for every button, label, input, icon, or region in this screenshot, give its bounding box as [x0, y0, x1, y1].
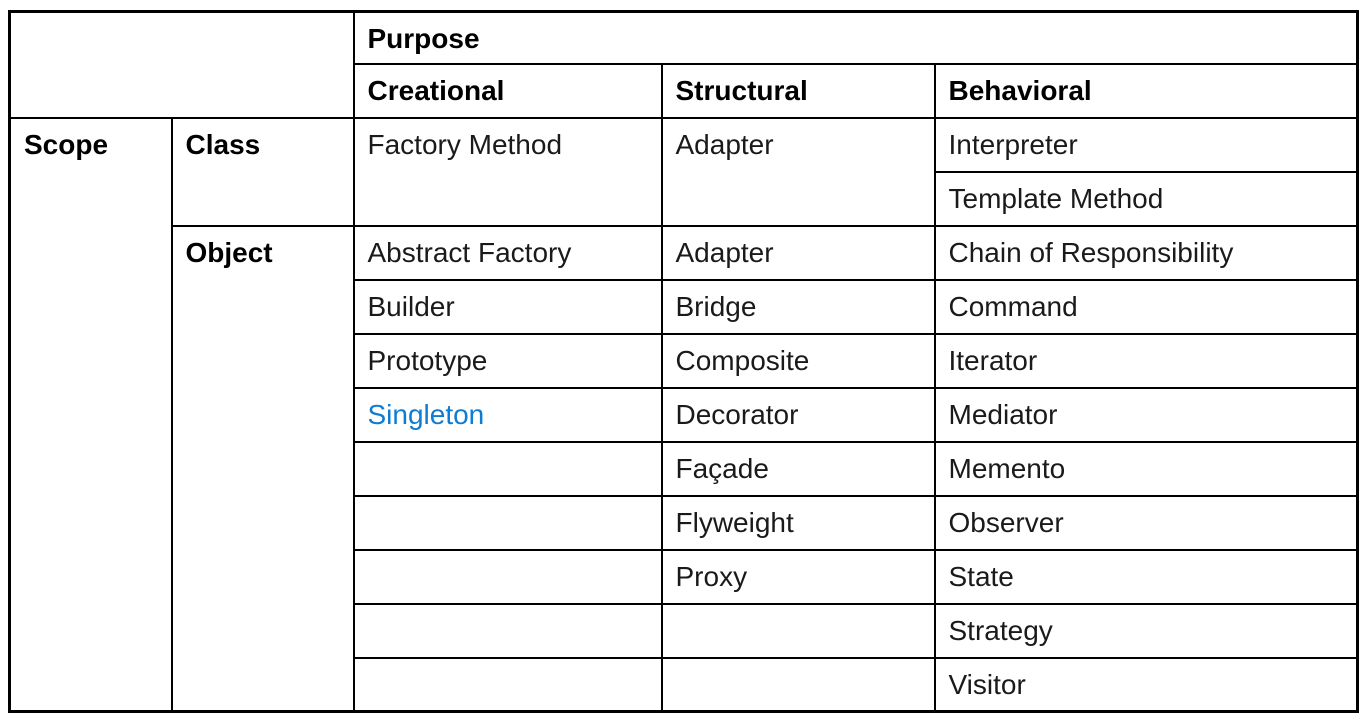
cell-object-structural-adapter: Adapter — [660, 224, 936, 281]
cell-object-behavioral-visitor: Visitor — [933, 656, 1359, 713]
table-row: Façade Memento — [10, 440, 1359, 497]
cell-object-behavioral-memento: Memento — [933, 440, 1359, 497]
cell-class-creational: Factory Method — [352, 116, 663, 227]
table-row: Strategy — [10, 602, 1359, 659]
cell-class-behavioral-template-method: Template Method — [933, 170, 1359, 227]
table-row: Singleton Decorator Mediator — [10, 386, 1359, 443]
cell-object-creational-builder: Builder — [352, 278, 663, 335]
header-structural: Structural — [660, 62, 936, 119]
cell-object-structural-decorator: Decorator — [660, 386, 936, 443]
cell-object-creational-prototype: Prototype — [352, 332, 663, 389]
cell-class-behavioral-interpreter: Interpreter — [933, 116, 1359, 173]
cell-object-structural-bridge: Bridge — [660, 278, 936, 335]
cell-object-behavioral-observer: Observer — [933, 494, 1359, 551]
cell-object-structural-proxy: Proxy — [660, 548, 936, 605]
cell-object-behavioral-mediator: Mediator — [933, 386, 1359, 443]
cell-class-structural: Adapter — [660, 116, 936, 227]
table-row: Visitor — [10, 656, 1359, 713]
cell-object-behavioral-iterator: Iterator — [933, 332, 1359, 389]
cell-object-creational-singleton: Singleton — [352, 386, 663, 443]
cell-object-structural-empty — [660, 602, 936, 659]
cell-object-creational-abstract-factory: Abstract Factory — [352, 224, 663, 281]
header-behavioral: Behavioral — [933, 62, 1359, 119]
table-row: Scope Class Factory Method Adapter Inter… — [8, 116, 1359, 713]
cell-object-behavioral-state: State — [933, 548, 1359, 605]
cell-object-behavioral-strategy: Strategy — [933, 602, 1359, 659]
cell-object-behavioral-command: Command — [933, 278, 1359, 335]
table-row: Builder Bridge Command — [10, 278, 1359, 335]
header-scope: Scope — [8, 116, 173, 713]
table-row: Purpose — [8, 10, 1359, 119]
cell-object-creational-empty — [352, 548, 663, 605]
table-row: Flyweight Observer — [10, 494, 1359, 551]
table-row: Template Method — [10, 170, 1359, 227]
table-row: Object Abstract Factory Adapter Chain of… — [10, 224, 1359, 713]
table-row: Creational Structural Behavioral — [10, 62, 1359, 119]
cell-object-structural-flyweight: Flyweight — [660, 494, 936, 551]
cell-object-behavioral-chain-of-responsibility: Chain of Responsibility — [933, 224, 1359, 281]
cell-object-creational-empty — [352, 656, 663, 713]
cell-object-creational-empty — [352, 440, 663, 497]
header-scope-object: Object — [170, 224, 355, 713]
cell-object-structural-empty — [660, 656, 936, 713]
header-creational: Creational — [352, 62, 663, 119]
table-row: Prototype Composite Iterator — [10, 332, 1359, 389]
header-scope-class: Class — [170, 116, 355, 227]
header-purpose: Purpose — [352, 10, 1359, 65]
table-row: Proxy State — [10, 548, 1359, 605]
corner-cell — [8, 10, 355, 119]
cell-object-structural-facade: Façade — [660, 440, 936, 497]
design-patterns-table: Purpose Creational Structural Behavioral… — [8, 10, 1359, 713]
cell-object-creational-empty — [352, 602, 663, 659]
cell-object-creational-empty — [352, 494, 663, 551]
cell-object-structural-composite: Composite — [660, 332, 936, 389]
